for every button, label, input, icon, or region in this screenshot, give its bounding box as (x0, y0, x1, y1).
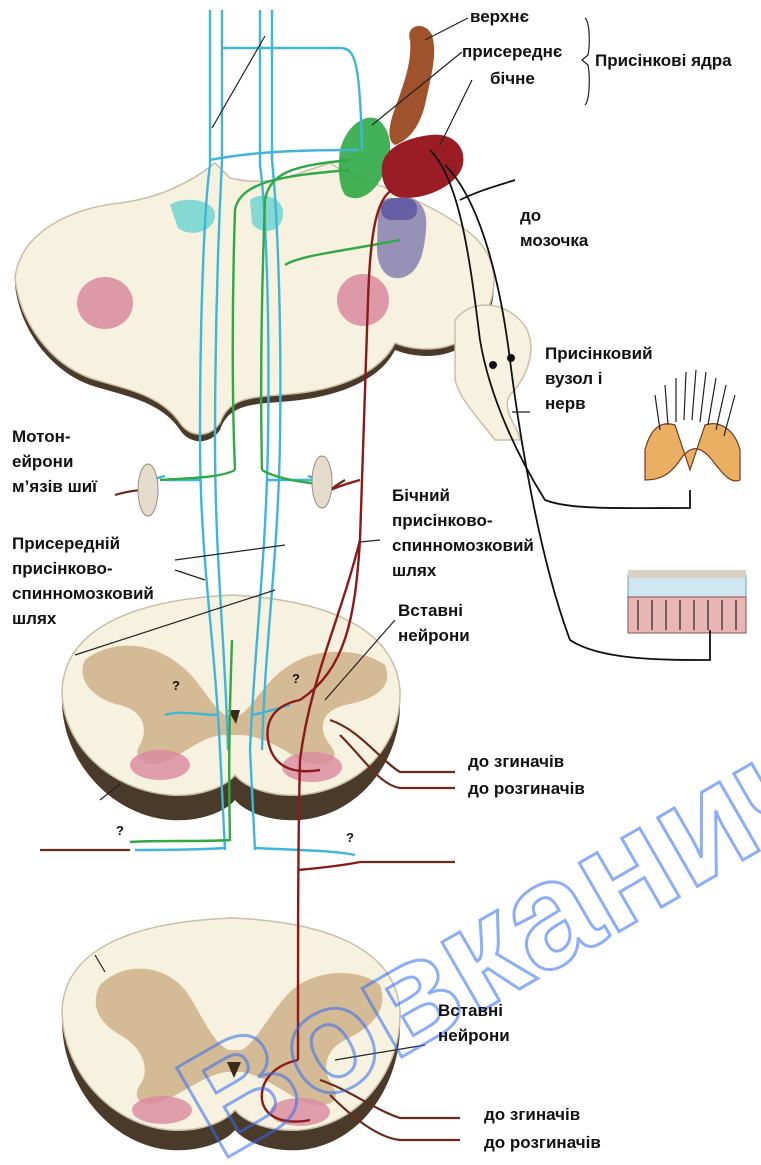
macula (628, 570, 746, 633)
label-medial-tract-3: спинномозковий (12, 584, 154, 603)
label-lateral-nucleus: бічне (490, 69, 535, 88)
crista-ampullaris (645, 370, 740, 481)
question-mark-3: ? (116, 823, 124, 838)
label-lateral-tract-3: спинномозковий (392, 536, 534, 555)
label-extensors-lower: до розгиначів (484, 1133, 601, 1152)
label-medial-tract-4: шлях (12, 609, 57, 628)
label-lateral-tract-1: Бічний (392, 486, 450, 505)
label-to-cerebellum-2: мозочка (520, 231, 589, 250)
label-ganglion-3: нерв (545, 394, 586, 413)
label-superior-nucleus: верхнє (470, 7, 529, 26)
label-interneurons-lower-2: нейрони (438, 1026, 510, 1045)
label-lateral-tract-2: присінково- (392, 511, 493, 530)
brainstem-section (15, 163, 531, 441)
label-medial-nucleus: присереднє (462, 42, 562, 61)
label-lateral-tract-4: шлях (392, 561, 437, 580)
label-interneurons-upper-2: нейрони (398, 626, 470, 645)
label-interneurons-lower-1: Вставні (438, 1001, 503, 1020)
label-to-cerebellum-1: до (520, 206, 541, 225)
label-flexors-upper: до згиначів (468, 752, 564, 771)
question-mark-1: ? (172, 678, 180, 693)
superior-nucleus (389, 26, 434, 145)
question-mark-4: ? (346, 830, 354, 845)
label-flexors-lower: до згиначів (484, 1105, 580, 1124)
label-motoneurons-1: Мотон- (12, 427, 71, 446)
label-motoneurons-3: м’язів шиї (12, 477, 98, 496)
label-medial-tract-2: присінково- (12, 559, 113, 578)
question-mark-2: ? (292, 671, 300, 686)
label-vestibular-nuclei: Присінкові ядра (595, 51, 732, 70)
label-ganglion-2: вузол і (545, 369, 603, 388)
neck-motoneuron-left (138, 464, 158, 516)
label-medial-tract-1: Присередній (12, 534, 120, 553)
label-extensors-upper: до розгиначів (468, 779, 585, 798)
neck-motoneuron-right (312, 456, 332, 508)
label-interneurons-upper-1: Вставні (398, 601, 463, 620)
label-motoneurons-2: ейрони (12, 452, 73, 471)
label-ganglion-1: Присінковий (545, 344, 653, 363)
